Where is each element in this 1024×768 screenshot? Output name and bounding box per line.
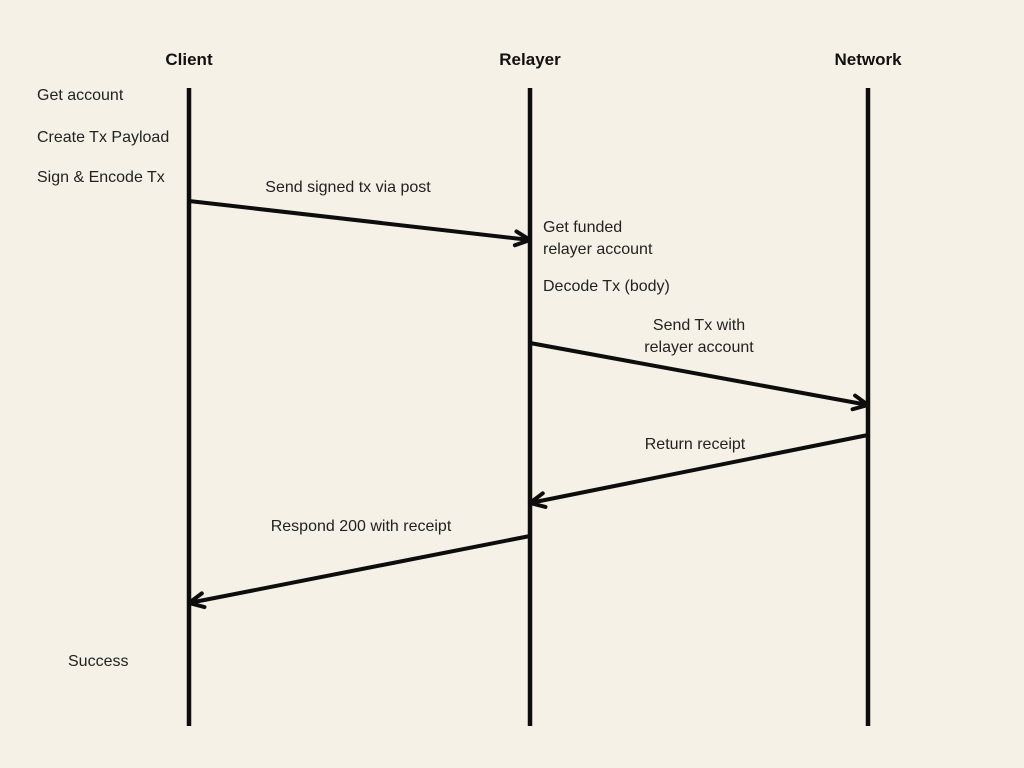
message-arrowhead-1-1	[850, 403, 870, 412]
message-arrow-0	[188, 199, 531, 242]
message-arrowhead-0-0	[514, 229, 532, 242]
note-sign-encode-tx: Sign & Encode Tx	[37, 169, 165, 186]
message-arrowhead-3-0	[187, 601, 207, 610]
note-get-account: Get account	[37, 87, 124, 104]
actor-header-relayer: Relayer	[499, 50, 561, 69]
message-arrow-3	[188, 534, 531, 605]
message-arrowhead-0-1	[512, 238, 532, 248]
message-label-return-receipt: Return receipt	[644, 436, 746, 453]
message-arrowhead-1-0	[853, 393, 870, 407]
message-label-send-signed-tx: Send signed tx via post	[265, 179, 431, 196]
note-decode-tx-body: Decode Tx (body)	[543, 278, 670, 295]
note-success: Success	[68, 653, 129, 670]
actor-header-network: Network	[834, 50, 902, 69]
message-arrow-1	[529, 341, 869, 407]
message-label-send-tx-relayer: Send Tx with relayer account	[644, 317, 754, 356]
message-label-respond-200: Respond 200 with receipt	[270, 518, 452, 535]
note-get-funded-account: Get funded relayer account	[543, 219, 653, 258]
note-create-tx-payload: Create Tx Payload	[37, 129, 170, 146]
message-arrowhead-2-0	[528, 501, 548, 509]
message-arrowhead-3-1	[187, 591, 204, 605]
actor-header-client: Client	[165, 50, 213, 69]
message-arrow-2	[529, 433, 869, 505]
message-arrowhead-2-1	[528, 491, 545, 505]
